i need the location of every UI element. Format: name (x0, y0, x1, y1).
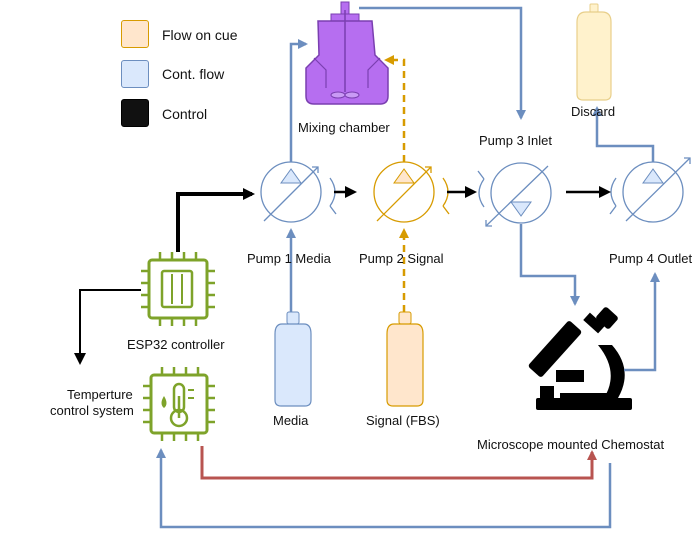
heating-line (200, 446, 597, 480)
temperature-chip-icon (143, 367, 215, 441)
pump4-icon (609, 157, 691, 223)
microscope-chemostat-label: Microscope mounted Chemostat (477, 437, 665, 452)
legend-swatch-flow-on-cue (121, 20, 149, 48)
temperature-system-label-line1: Temperture (67, 387, 133, 402)
pump4-outlet-label: Pump 4 Outlet (609, 251, 693, 266)
signal-fbs-label: Signal (FBS) (366, 413, 440, 428)
legend-label-flow-on-cue: Flow on cue (162, 27, 238, 43)
microscope-icon (528, 307, 632, 410)
discard-label: Discard (571, 104, 616, 119)
control-lines (74, 186, 611, 365)
mixing-chamber-label: Mixing chamber (298, 120, 390, 135)
media-bottle-icon (274, 311, 312, 407)
pump3-inlet-label: Pump 3 Inlet (479, 133, 552, 148)
media-label: Media (273, 413, 309, 428)
legend-label-cont-flow: Cont. flow (162, 66, 225, 82)
pump3-icon (477, 162, 552, 227)
pump1-media-label: Pump 1 Media (247, 251, 331, 266)
mixing-chamber-icon (305, 1, 389, 105)
pump2-icon (373, 161, 450, 223)
legend-swatch-cont-flow (121, 60, 149, 88)
discard-bottle-icon (576, 3, 612, 101)
esp32-chip-icon (141, 252, 215, 326)
flow-on-cue-lines (384, 55, 409, 312)
legend-swatch-control (121, 99, 149, 127)
signal-bottle-icon (386, 311, 424, 407)
cont-flow-lines (156, 6, 660, 529)
pump2-signal-label: Pump 2 Signal (359, 251, 444, 266)
legend-label-control: Control (162, 106, 208, 122)
temperature-system-label-line2: control system (50, 403, 134, 418)
pump1-icon (260, 161, 337, 223)
esp32-controller-label: ESP32 controller (127, 337, 225, 352)
